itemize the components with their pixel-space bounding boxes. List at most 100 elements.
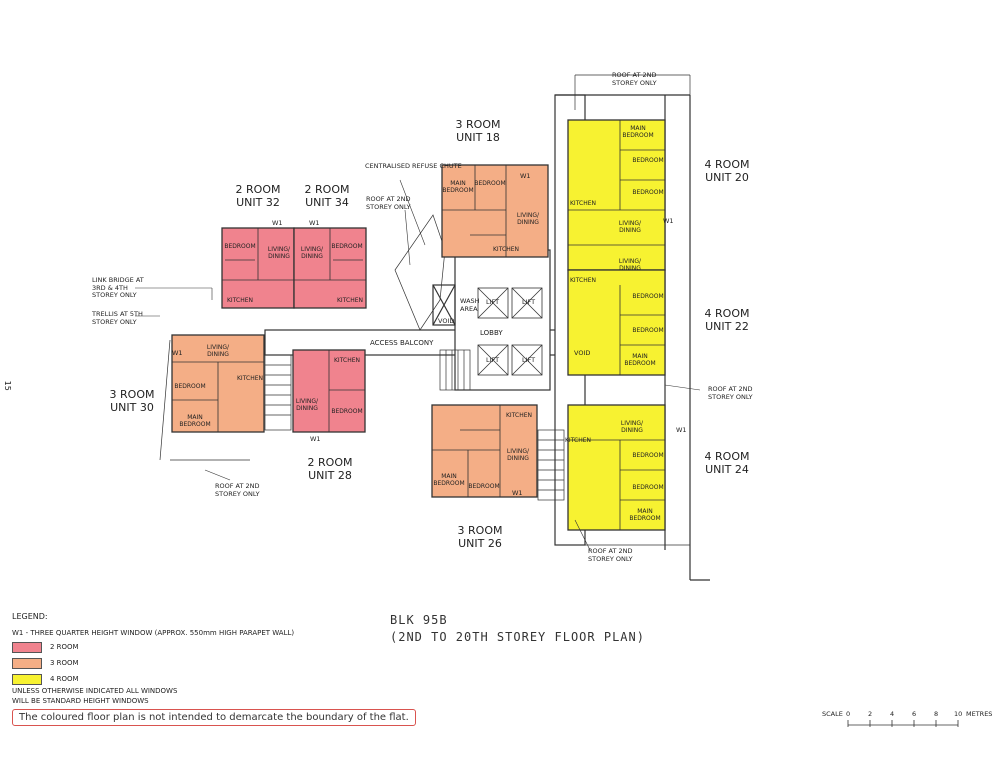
- void-label-right: VOID: [574, 349, 591, 357]
- access-balcony-label: ACCESS BALCONY: [370, 339, 434, 347]
- legend-w1: W1 - THREE QUARTER HEIGHT WINDOW (APPROX…: [12, 629, 295, 637]
- scale-tick: 6: [912, 710, 917, 718]
- room-label: BEDROOM: [632, 327, 664, 334]
- room-label: BEDROOM: [224, 243, 256, 250]
- room-label: KITCHEN: [237, 375, 263, 382]
- room-label: LIVING/DINING: [618, 220, 642, 234]
- lift-label-4: LIFT: [522, 356, 536, 364]
- w1-window-24: W1: [676, 426, 687, 434]
- room-label: KITCHEN: [506, 412, 532, 419]
- room-label: BEDROOM: [632, 157, 664, 164]
- unit-22-fill: [567, 269, 666, 376]
- block-title: BLK 95B (2ND TO 20TH STOREY FLOOR PLAN): [390, 612, 645, 646]
- w1-window-34: W1: [309, 219, 320, 227]
- w1-window-20: W1: [663, 217, 674, 225]
- legend-swatch-4-room: [12, 673, 42, 685]
- room-label: BEDROOM: [632, 189, 664, 196]
- w1-window-18: W1: [520, 172, 531, 180]
- room-label: BEDROOM: [174, 383, 206, 390]
- room-label: BEDROOM: [468, 483, 500, 490]
- room-label: BEDROOM: [632, 293, 664, 300]
- block-name: BLK 95B: [390, 613, 448, 627]
- staircase-center: [439, 349, 471, 391]
- scale-label: SCALE: [822, 710, 843, 718]
- lift-label-3: LIFT: [486, 356, 500, 364]
- scale-tick: 0: [846, 710, 851, 718]
- legend-swatch-3-room: [12, 657, 42, 669]
- room-label: KITCHEN: [570, 277, 596, 284]
- staircase-left: [264, 354, 292, 431]
- room-label: KITCHEN: [334, 357, 360, 364]
- legend-swatch-2-room: [12, 641, 42, 653]
- disclaimer-notice: The coloured floor plan is not intended …: [12, 709, 416, 726]
- w1-window-28: W1: [310, 435, 321, 443]
- room-label: KITCHEN: [493, 246, 519, 253]
- room-label: BEDROOM: [474, 180, 506, 187]
- legend: LEGEND: W1 - THREE QUARTER HEIGHT WINDOW…: [12, 612, 372, 706]
- scale-bar: [847, 720, 959, 727]
- room-label: KITCHEN: [565, 437, 591, 444]
- legend-3-room: 3 ROOM: [12, 656, 372, 670]
- room-label: LIVING/DINING: [506, 448, 530, 462]
- room-label: LIVING/DINING: [620, 420, 644, 434]
- room-label: LIVING/DINING: [206, 344, 230, 358]
- room-label: LIVING/DINING: [618, 258, 642, 272]
- block-subtitle: (2ND TO 20TH STOREY FLOOR PLAN): [390, 630, 645, 644]
- room-label: LIVING/DINING: [295, 398, 319, 412]
- unit-26-fill: [431, 404, 538, 498]
- scale-tick: 4: [890, 710, 895, 718]
- unit-18-fill: [441, 164, 549, 258]
- scale-tick: 8: [934, 710, 939, 718]
- staircase-lower: [537, 429, 565, 501]
- legend-2-room: 2 ROOM: [12, 640, 372, 654]
- scale-tick: 2: [868, 710, 873, 718]
- void-label: VOID: [438, 317, 455, 325]
- w1-window-26: W1: [512, 489, 523, 497]
- legend-title: LEGEND:: [12, 612, 48, 621]
- room-label: BEDROOM: [331, 408, 363, 415]
- unit-24-fill: [567, 404, 666, 531]
- w1-window-30: W1: [172, 349, 183, 357]
- scale-unit: METRES: [966, 710, 993, 718]
- room-label: LIVING/DINING: [516, 212, 540, 226]
- roof-outline-centre: [394, 214, 446, 331]
- void-box: [432, 284, 456, 326]
- lift-label-2: LIFT: [522, 298, 536, 306]
- room-label: BEDROOM: [331, 243, 363, 250]
- room-label: BEDROOM: [632, 452, 664, 459]
- page-number: 15: [2, 380, 12, 391]
- room-label: KITCHEN: [570, 200, 596, 207]
- refuse-chute-note: CENTRALISED REFUSE CHUTE: [365, 162, 462, 170]
- room-label: LIVING/DINING: [300, 246, 324, 260]
- legend-window-note-1: UNLESS OTHERWISE INDICATED ALL WINDOWS: [12, 687, 178, 695]
- room-label: LIVING/DINING: [267, 246, 291, 260]
- legend-window-note-2: WILL BE STANDARD HEIGHT WINDOWS: [12, 697, 149, 705]
- lift-shafts: [477, 287, 543, 376]
- room-label: KITCHEN: [227, 297, 253, 304]
- lift-label-1: LIFT: [486, 298, 500, 306]
